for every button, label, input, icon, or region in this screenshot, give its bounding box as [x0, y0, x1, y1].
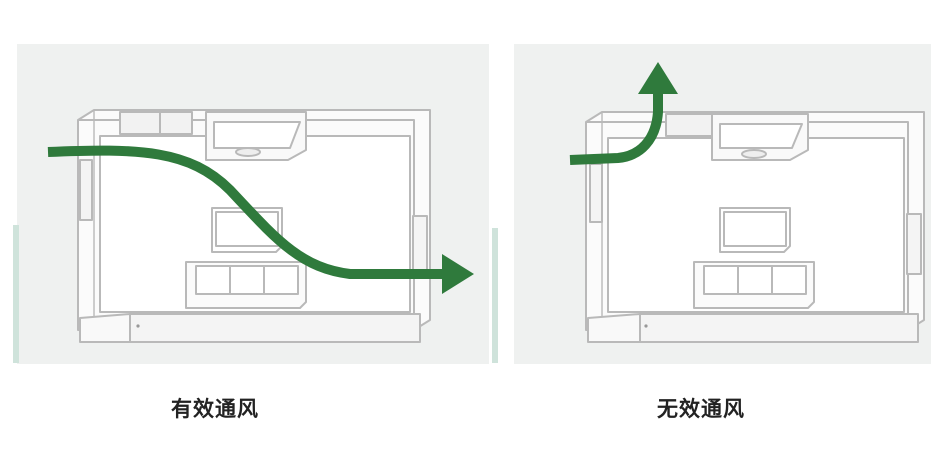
bottom-cabinet-right: [639, 313, 919, 343]
window-top-right: [665, 113, 713, 137]
window-right-right: [906, 213, 922, 275]
airflow-arrow-through: [47, 145, 474, 294]
airflow-arrow-short-circuit: [569, 62, 678, 165]
window-right: [412, 215, 428, 271]
caption-ineffective-ventilation: 无效通风: [657, 397, 745, 421]
bottom-cabinet: [129, 313, 421, 343]
window-top-left: [119, 111, 193, 135]
room-floorplan-left: [77, 109, 431, 343]
window-left: [79, 159, 93, 221]
window-left-right: [589, 163, 603, 223]
panel-divider-accent-bar: [492, 228, 498, 363]
room-floorplan-right: [585, 111, 925, 343]
caption-effective-ventilation: 有效通风: [171, 397, 259, 421]
panel-left-accent-bar: [13, 225, 19, 363]
